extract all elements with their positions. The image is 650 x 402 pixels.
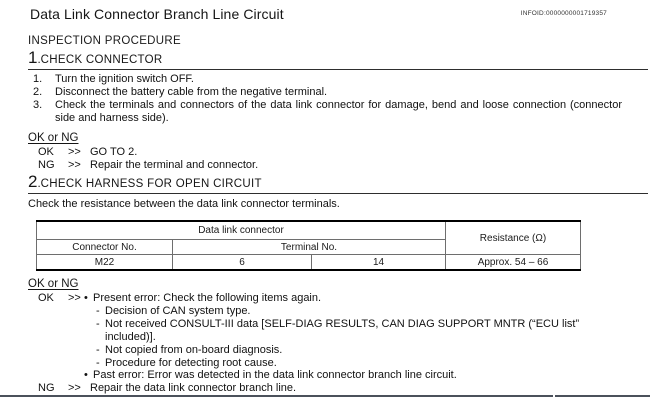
sub-item-4-text: Procedure for detecting root cause. <box>105 356 277 369</box>
infoid-label: INFOID:0000000001719357 <box>520 10 607 17</box>
section-2-rule <box>28 193 648 194</box>
dash-marker: - <box>96 304 100 317</box>
result-ng-1: NG >> Repair the terminal and connector. <box>28 159 624 172</box>
step-1-number: 1. <box>33 73 43 85</box>
result-ok-1-text: GO TO 2. <box>90 146 138 158</box>
table-group-header: Data link connector <box>36 220 446 240</box>
sub-item-3: - Not copied from on-board diagnosis. <box>96 344 620 357</box>
bullet-marker: • <box>84 369 88 382</box>
section-2-intro: Check the resistance between the data li… <box>28 198 340 210</box>
bullet-past-error: • Past error: Error was detected in the … <box>84 369 620 382</box>
result-ok-2-label: OK <box>38 292 54 304</box>
step-2: 2. Disconnect the battery cable from the… <box>28 86 624 99</box>
resistance-spec-table: Data link connector Resistance (Ω) Conne… <box>36 220 581 271</box>
table-resistance-header: Resistance (Ω) <box>445 220 581 255</box>
section-1-heading: 1.CHECK CONNECTOR <box>28 49 624 69</box>
section-1-results: OK >> GO TO 2. NG >> Repair the terminal… <box>28 146 624 172</box>
table-terminal-col-header: Terminal No. <box>172 239 446 255</box>
cell-terminal-a: 6 <box>172 254 312 271</box>
result-ok-2-details: • Present error: Check the following ite… <box>84 292 624 382</box>
sub-item-3-text: Not copied from on-board diagnosis. <box>105 343 283 356</box>
page-title: Data Link Connector Branch Line Circuit <box>30 6 284 22</box>
dash-marker: - <box>96 356 100 369</box>
inspection-procedure-heading: INSPECTION PROCEDURE <box>28 35 181 47</box>
bullet-present-error-text: Present error: Check the following items… <box>93 292 322 304</box>
bullet-present-error: • Present error: Check the following ite… <box>84 292 620 305</box>
dash-marker: - <box>96 317 100 330</box>
result-ok-1: OK >> GO TO 2. <box>28 146 624 159</box>
table-data-row: M22 6 14 Approx. 54 – 66 <box>36 254 581 271</box>
sub-item-2: - Not received CONSULT-III data [SELF-DI… <box>96 318 620 344</box>
result-ok-1-arrow: >> <box>68 146 81 158</box>
step-1-text: Turn the ignition switch OFF. <box>55 73 194 85</box>
sub-item-1-text: Decision of CAN system type. <box>105 304 251 317</box>
result-ng-2-label: NG <box>38 382 55 395</box>
sub-item-4: - Procedure for detecting root cause. <box>96 357 620 370</box>
result-ok-1-label: OK <box>38 146 54 158</box>
section-2-heading: 2.CHECK HARNESS FOR OPEN CIRCUIT <box>28 173 624 193</box>
result-ng-2-text: Repair the data link connector branch li… <box>90 382 297 395</box>
section-1-dot: . <box>37 54 41 66</box>
result-ok-2: OK >> • Present error: Check the followi… <box>28 292 624 382</box>
step-2-text: Disconnect the battery cable from the ne… <box>55 86 328 98</box>
section-2-dot: . <box>37 178 41 190</box>
section-1-title: CHECK CONNECTOR <box>40 54 163 66</box>
table-header-row-2: Connector No. Terminal No. <box>36 239 581 255</box>
result-ng-1-arrow: >> <box>68 159 81 171</box>
step-3: 3. Check the terminals and connectors of… <box>28 99 624 125</box>
step-1: 1. Turn the ignition switch OFF. <box>28 73 624 86</box>
section-1-number: 1 <box>28 48 38 67</box>
step-3-number: 3. <box>33 99 43 111</box>
ok-or-ng-label-2: OK or NG <box>28 278 79 290</box>
result-ng-1-label: NG <box>38 159 55 171</box>
section-2-number: 2 <box>28 172 38 191</box>
cell-connector-no: M22 <box>36 254 173 271</box>
section-1-rule <box>28 69 648 70</box>
cell-terminal-b: 14 <box>311 254 446 271</box>
section-1-steps: 1. Turn the ignition switch OFF. 2. Disc… <box>28 73 624 125</box>
section-2-ng: NG >> Repair the data link connector bra… <box>28 382 624 395</box>
step-3-text: Check the terminals and connectors of th… <box>55 99 622 124</box>
step-2-number: 2. <box>33 86 43 98</box>
section-2-title: CHECK HARNESS FOR OPEN CIRCUIT <box>40 178 262 190</box>
bullet-marker: • <box>84 292 88 304</box>
page-content: Data Link Connector Branch Line Circuit … <box>28 0 648 395</box>
dash-marker: - <box>96 343 100 356</box>
next-table-top-border <box>0 395 650 397</box>
sub-item-2-text: Not received CONSULT-III data [SELF-DIAG… <box>105 317 580 343</box>
table-connector-col-header: Connector No. <box>36 239 173 255</box>
result-ng-2: NG >> Repair the data link connector bra… <box>28 382 624 395</box>
ok-or-ng-label-1: OK or NG <box>28 132 79 144</box>
sub-item-1: - Decision of CAN system type. <box>96 305 620 318</box>
result-ng-1-text: Repair the terminal and connector. <box>90 159 259 171</box>
bullet-past-error-text: Past error: Error was detected in the da… <box>93 369 457 382</box>
result-ng-2-arrow: >> <box>68 382 81 395</box>
cell-resistance: Approx. 54 – 66 <box>445 254 581 271</box>
result-ok-2-arrow: >> <box>68 292 81 304</box>
next-table-column-gap <box>553 395 555 397</box>
table-header-row-1: Data link connector Resistance (Ω) <box>36 220 581 255</box>
